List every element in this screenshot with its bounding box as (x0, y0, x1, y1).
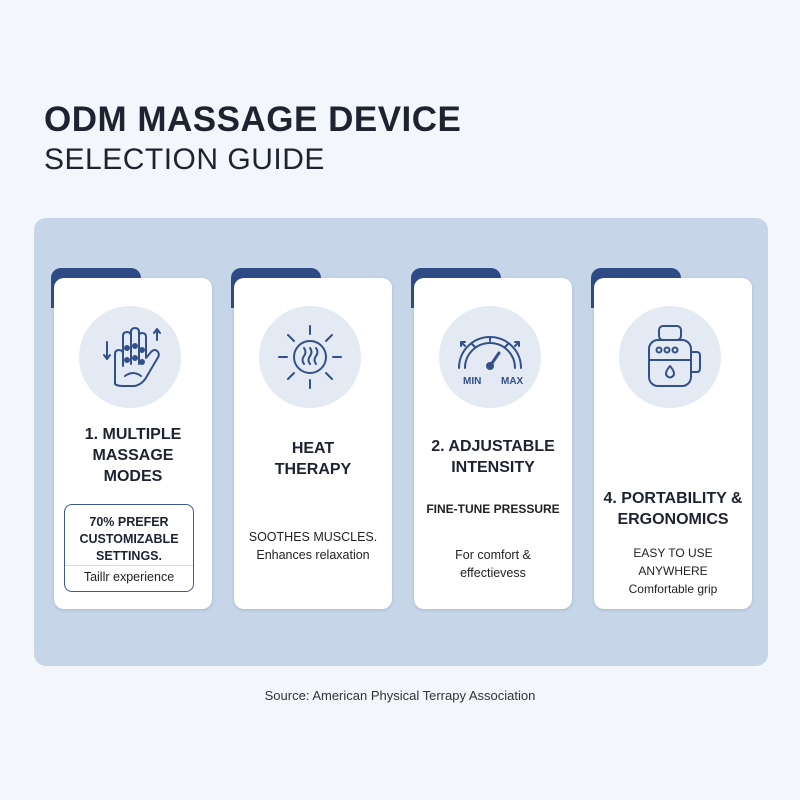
hand-massage-icon (79, 306, 181, 408)
card-title: 2. ADJUSTABLE INTENSITY (420, 436, 566, 478)
card-title-line: THERAPY (274, 461, 352, 478)
stat-line: 70% PREFER (89, 515, 169, 529)
card-title-line: INTENSITY (451, 459, 535, 476)
card-body: HEAT THERAPY SOOTHES MUSCLES. Enhances r… (234, 278, 392, 609)
card-title-line: MASSAGE (92, 447, 174, 464)
stat-callout: 70% PREFER CUSTOMIZABLE SETTINGS. Taillr… (64, 504, 194, 592)
stat-text: 70% PREFER CUSTOMIZABLE SETTINGS. (69, 514, 189, 565)
card-title-line: 1. MULTIPLE (84, 426, 182, 443)
card-title-line: MODES (103, 468, 163, 485)
portable-device-icon (619, 306, 721, 408)
card-body-text: EASY TO USE ANYWHERE Comfortable grip (598, 544, 748, 598)
card-title-line: ERGONOMICS (617, 511, 729, 528)
card-body-line: EASY TO USE ANYWHERE (633, 546, 713, 578)
card-title: HEAT THERAPY (240, 438, 386, 480)
stat-line: CUSTOMIZABLE (79, 532, 179, 546)
card-title-line: 4. PORTABILITY & (603, 490, 743, 507)
source-citation: Source: American Physical Terrapy Associ… (264, 688, 536, 703)
intensity-gauge-icon: MIN MAX (439, 306, 541, 408)
card-multiple-massage-modes: 1. MULTIPLE MASSAGE MODES 70% PREFER CUS… (51, 268, 212, 609)
card-body-text: SOOTHES MUSCLES. Enhances relaxation (238, 528, 388, 564)
card-body-text: For comfort & effectievess (418, 546, 568, 582)
card-body: 4. PORTABILITY & ERGONOMICS EASY TO USE … (594, 278, 752, 609)
card-heat-therapy: HEAT THERAPY SOOTHES MUSCLES. Enhances r… (231, 268, 392, 609)
card-portability-ergonomics: 4. PORTABILITY & ERGONOMICS EASY TO USE … (591, 268, 752, 609)
card-body-line: effectievess (460, 566, 526, 580)
card-title: 4. PORTABILITY & ERGONOMICS (600, 488, 746, 530)
gauge-max-label: MAX (501, 376, 524, 387)
card-body-line: For comfort & (455, 548, 531, 562)
card-body-line: SOOTHES MUSCLES. (248, 530, 378, 544)
stat-line: SETTINGS. (96, 549, 162, 563)
card-title: 1. MULTIPLE MASSAGE MODES (60, 424, 206, 487)
card-emphasis: FINE-TUNE PRESSURE (426, 502, 560, 516)
card-title-line: HEAT (291, 440, 335, 457)
card-adjustable-intensity: MIN MAX 2. ADJUSTABLE INTENSITY FINE-TUN… (411, 268, 572, 609)
card-body: 1. MULTIPLE MASSAGE MODES 70% PREFER CUS… (54, 278, 212, 609)
page-title: ODM MASSAGE DEVICE (44, 100, 462, 139)
card-body-line: Enhances relaxation (256, 548, 370, 562)
card-title-line: 2. ADJUSTABLE (431, 438, 555, 455)
card-body-line: Comfortable grip (628, 582, 718, 596)
stat-subtext: Taillr experience (83, 570, 175, 584)
stat-divider (65, 565, 193, 566)
heat-sun-icon (259, 306, 361, 408)
card-body: MIN MAX 2. ADJUSTABLE INTENSITY FINE-TUN… (414, 278, 572, 609)
page-subtitle: SELECTION GUIDE (44, 143, 325, 176)
gauge-min-label: MIN (463, 376, 481, 387)
